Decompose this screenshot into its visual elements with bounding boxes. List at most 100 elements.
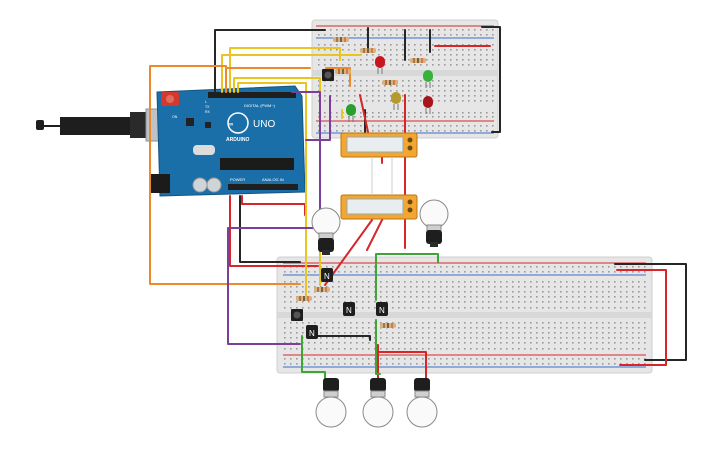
wires[interactable] <box>149 26 687 381</box>
resistor[interactable] <box>382 80 398 85</box>
breadboard-hole <box>476 291 478 293</box>
breadboard-hole <box>584 266 586 268</box>
breadboard-hole <box>380 342 382 344</box>
breadboard-hole <box>500 332 502 334</box>
breadboard-hole <box>596 322 598 324</box>
wire-black[interactable] <box>214 29 326 93</box>
breadboard-hole <box>318 95 320 97</box>
wire-black[interactable] <box>315 335 371 341</box>
breadboard-hole <box>644 307 646 309</box>
wire-yellow[interactable] <box>237 82 307 301</box>
resistor[interactable] <box>335 69 351 74</box>
wire-purple[interactable] <box>305 95 331 141</box>
breadboard-hole <box>372 64 374 66</box>
wire-green[interactable] <box>301 335 326 381</box>
relay-module[interactable] <box>340 132 418 158</box>
power-analog-header[interactable] <box>228 184 298 190</box>
wire-green[interactable] <box>375 319 381 375</box>
resistor[interactable] <box>380 323 396 328</box>
breadboard-hole <box>342 130 344 132</box>
breadboard-hole <box>470 266 472 268</box>
breadboard-hole <box>390 34 392 36</box>
wire-purple[interactable] <box>227 91 321 345</box>
breadboard-hole <box>468 125 470 127</box>
top-components[interactable] <box>322 37 433 122</box>
resistor[interactable] <box>410 58 426 63</box>
wire-red[interactable] <box>366 217 384 251</box>
resistor[interactable] <box>333 37 349 42</box>
light-bulb[interactable] <box>406 378 438 428</box>
breadboard-hole <box>480 49 482 51</box>
breadboard-hole <box>402 130 404 132</box>
digital-header[interactable] <box>208 92 296 98</box>
breadboard-hole <box>620 296 622 298</box>
transistor[interactable]: N <box>343 302 355 316</box>
breadboard-hole <box>626 342 628 344</box>
light-bulb[interactable] <box>311 207 341 255</box>
breadboard-hole <box>626 322 628 324</box>
breadboard-hole <box>396 85 398 87</box>
breadboard-hole <box>518 271 520 273</box>
light-bulb[interactable] <box>419 199 449 247</box>
breadboard-hole <box>450 34 452 36</box>
breadboard-hole <box>314 286 316 288</box>
push-button[interactable] <box>291 309 303 321</box>
led-yellow[interactable] <box>391 92 401 110</box>
light-bulb[interactable] <box>362 378 394 428</box>
breadboard-hole <box>410 327 412 329</box>
wire-orange[interactable] <box>225 67 311 93</box>
breadboard-hole <box>296 348 298 350</box>
wire-red[interactable] <box>241 195 306 216</box>
breadboard-hole <box>380 337 382 339</box>
led-red[interactable] <box>375 56 385 74</box>
breadboard-hole <box>450 64 452 66</box>
breadboard-hole <box>602 291 604 293</box>
breadboard-hole <box>536 281 538 283</box>
breadboard-hole <box>590 286 592 288</box>
breadboard-hole <box>426 95 428 97</box>
relay-module[interactable] <box>340 194 418 220</box>
wire-green[interactable] <box>375 253 439 301</box>
breadboard-hole <box>440 327 442 329</box>
light-bulb[interactable] <box>315 378 347 428</box>
wire-orange[interactable] <box>325 67 351 87</box>
breadboard-hole <box>590 327 592 329</box>
breadboard-hole <box>356 291 358 293</box>
transistor[interactable]: N <box>306 325 318 339</box>
breadboard-hole <box>482 286 484 288</box>
resistor[interactable] <box>296 296 312 301</box>
wire-red[interactable] <box>229 195 319 267</box>
resistor[interactable] <box>360 48 376 53</box>
bottom-breadboard[interactable] <box>276 256 653 374</box>
wire-yellow[interactable] <box>229 47 341 93</box>
transistor[interactable]: N <box>376 302 388 316</box>
breadboard-hole <box>392 322 394 324</box>
breadboard-hole <box>416 327 418 329</box>
push-button[interactable] <box>322 69 334 81</box>
breadboard-hole <box>308 342 310 344</box>
breadboard-hole <box>488 327 490 329</box>
led-red[interactable] <box>423 96 433 114</box>
led-green[interactable] <box>346 104 356 122</box>
breadboard-hole <box>362 266 364 268</box>
breadboard-hole <box>308 271 310 273</box>
wire-red[interactable] <box>359 94 369 133</box>
resistor[interactable] <box>314 287 330 292</box>
wire-yellow[interactable] <box>221 54 361 93</box>
transistor[interactable]: N <box>321 268 333 282</box>
breadboard-hole <box>548 281 550 283</box>
bottom-components[interactable]: N N N N <box>291 268 396 339</box>
breadboard-hole <box>296 322 298 324</box>
breadboard-hole <box>500 327 502 329</box>
wire-black[interactable] <box>239 195 301 263</box>
top-breadboard[interactable] <box>311 19 499 139</box>
breadboard-hole <box>584 291 586 293</box>
wire-black[interactable] <box>481 26 501 133</box>
arduino-uno[interactable]: ∞ ARDUINO UNO DIGITAL (PWM~) POWER ANALO… <box>150 85 306 197</box>
breadboard-hole <box>402 90 404 92</box>
wire-red[interactable] <box>616 269 667 366</box>
breadboard-hole <box>470 286 472 288</box>
breadboard-hole <box>554 332 556 334</box>
led-green[interactable] <box>423 70 433 88</box>
